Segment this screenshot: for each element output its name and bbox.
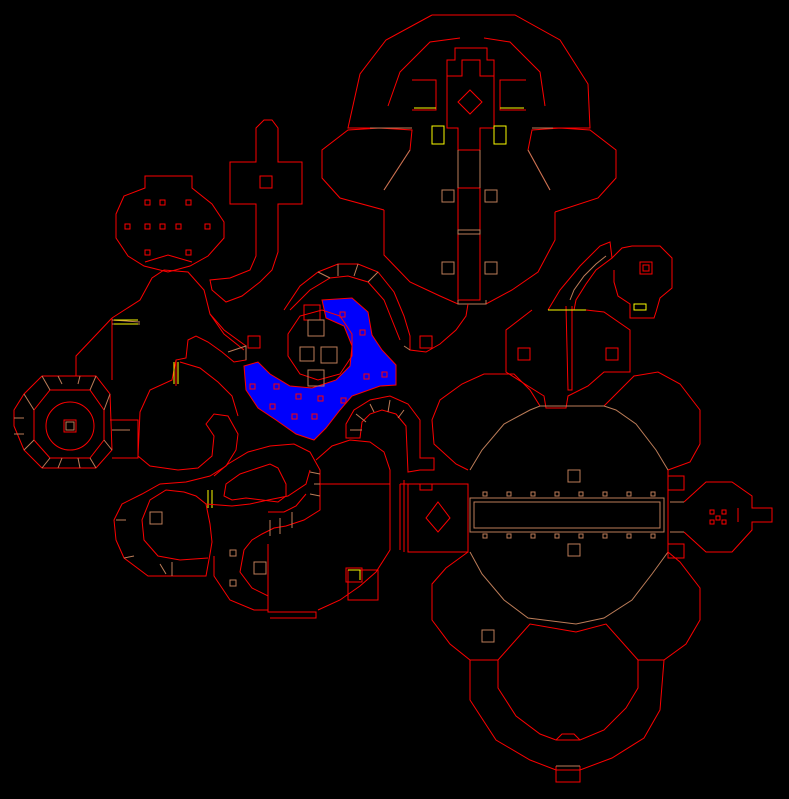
west-upper-room [115, 175, 225, 273]
south-west-steps [229, 471, 321, 587]
south-west-corridor [205, 443, 321, 611]
north-chamber-steps [370, 127, 553, 305]
north-pillar-se [484, 261, 498, 275]
north-diamond [457, 89, 483, 115]
east-pipe [547, 241, 673, 391]
water-pool [243, 297, 397, 441]
north-tower [209, 119, 303, 303]
arch-steps [350, 399, 405, 431]
west-middle-room [75, 269, 247, 577]
pool-things [249, 311, 388, 420]
east-doors[interactable] [548, 303, 647, 311]
south-central-room [267, 439, 391, 619]
arch-corridor [345, 395, 435, 473]
east-annex [667, 475, 773, 559]
west-ring-steps [14, 375, 130, 469]
north-doors[interactable] [414, 107, 524, 145]
east-annex-things [709, 509, 727, 525]
south-central-door[interactable] [348, 569, 361, 580]
north-pillar-nw [441, 189, 455, 203]
west-upper-things [124, 199, 211, 256]
pool-room-walls [209, 263, 469, 381]
pool-room-steps [227, 263, 411, 387]
west-doors[interactable] [114, 319, 213, 508]
north-pillar-ne [484, 189, 498, 203]
north-chamber [321, 14, 617, 305]
hub-things [482, 491, 656, 539]
hub-steps [469, 405, 669, 767]
east-annex-steps [670, 501, 684, 533]
east-pipe-steps [569, 255, 607, 301]
north-pillar-sw [441, 261, 455, 275]
